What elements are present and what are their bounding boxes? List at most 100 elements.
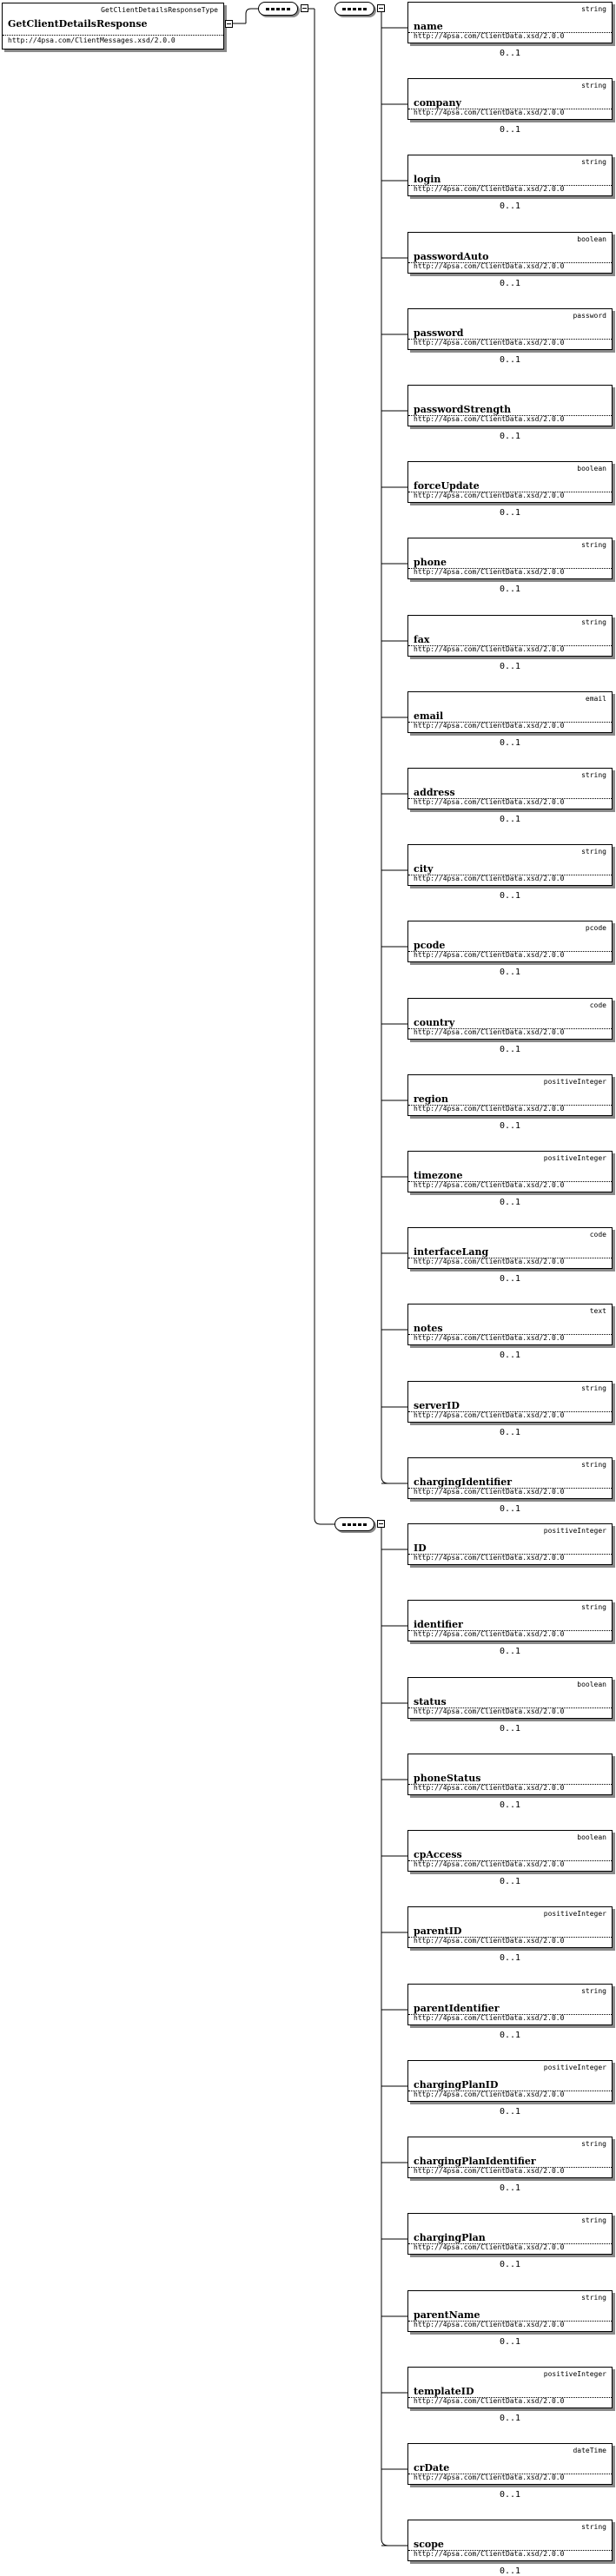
element-name: password bbox=[414, 327, 464, 339]
element-name: phoneStatus bbox=[414, 1773, 481, 1784]
divider bbox=[408, 1411, 612, 1412]
occurrence-label: 0..1 bbox=[499, 662, 521, 671]
element-namespace: http://4psa.com/ClientData.xsd/2.0.0 bbox=[414, 2397, 565, 2405]
element-namespace: http://4psa.com/ClientData.xsd/2.0.0 bbox=[414, 1411, 565, 1419]
element-type-label: string bbox=[581, 2140, 606, 2148]
occurrence-label: 0..1 bbox=[499, 1724, 521, 1734]
occurrence-label: 0..1 bbox=[499, 355, 521, 365]
divider bbox=[3, 35, 223, 36]
divider bbox=[408, 415, 612, 416]
element-type-label: dateTime bbox=[573, 2447, 606, 2454]
collapse-icon[interactable] bbox=[301, 4, 308, 12]
divider bbox=[408, 2167, 612, 2168]
element-name: fax bbox=[414, 634, 430, 645]
element-type-label: string bbox=[581, 158, 606, 166]
element-type-label: string bbox=[581, 82, 606, 89]
collapse-icon[interactable] bbox=[377, 4, 385, 12]
element-type-label: string bbox=[581, 618, 606, 626]
element-name: scope bbox=[414, 2539, 444, 2550]
divider bbox=[408, 32, 612, 33]
element-namespace: http://4psa.com/ClientData.xsd/2.0.0 bbox=[414, 1488, 565, 1496]
element-name: company bbox=[414, 97, 461, 109]
occurrence-label: 0..1 bbox=[499, 508, 521, 518]
element-namespace: http://4psa.com/ClientData.xsd/2.0.0 bbox=[414, 1554, 565, 1562]
root-element-box[interactable]: GetClientDetailsResponseType GetClientDe… bbox=[2, 3, 224, 50]
element-namespace: http://4psa.com/ClientData.xsd/2.0.0 bbox=[414, 1334, 565, 1342]
connector-curve bbox=[314, 9, 334, 1525]
divider bbox=[408, 2397, 612, 2398]
connector-curve bbox=[245, 8, 258, 23]
sequence-compositor[interactable] bbox=[258, 2, 298, 16]
element-namespace: http://4psa.com/ClientData.xsd/2.0.0 bbox=[414, 339, 565, 347]
occurrence-label: 0..1 bbox=[499, 968, 521, 977]
element-namespace: http://4psa.com/ClientData.xsd/2.0.0 bbox=[414, 185, 565, 193]
element-type-label: string bbox=[581, 1384, 606, 1392]
element-namespace: http://4psa.com/ClientData.xsd/2.0.0 bbox=[414, 1937, 565, 1945]
occurrence-label: 0..1 bbox=[499, 2490, 521, 2500]
collapse-icon[interactable] bbox=[225, 20, 233, 28]
element-type-label: string bbox=[581, 771, 606, 779]
element-type-label: code bbox=[589, 1231, 606, 1238]
element-namespace: http://4psa.com/ClientData.xsd/2.0.0 bbox=[414, 798, 565, 806]
sequence-dots-icon bbox=[342, 1523, 367, 1526]
element-name: chargingPlanIdentifier bbox=[414, 2156, 536, 2167]
occurrence-label: 0..1 bbox=[499, 1504, 521, 1514]
element-name: chargingPlanID bbox=[414, 2079, 499, 2091]
element-namespace: http://4psa.com/ClientData.xsd/2.0.0 bbox=[414, 2474, 565, 2481]
divider bbox=[408, 2243, 612, 2244]
divider bbox=[408, 185, 612, 186]
divider bbox=[408, 339, 612, 340]
connector-curve bbox=[381, 1524, 389, 2546]
element-name: timezone bbox=[414, 1170, 463, 1181]
element-type-label: string bbox=[581, 5, 606, 13]
element-name: phone bbox=[414, 557, 447, 568]
element-namespace: http://4psa.com/ClientData.xsd/2.0.0 bbox=[414, 1860, 565, 1868]
sequence-compositor[interactable] bbox=[334, 1517, 374, 1531]
sequence-compositor[interactable] bbox=[334, 2, 374, 16]
divider bbox=[408, 1707, 612, 1708]
element-name: cpAccess bbox=[414, 1849, 462, 1860]
sequence-dots-icon bbox=[266, 8, 290, 10]
element-namespace: http://4psa.com/ClientData.xsd/2.0.0 bbox=[414, 951, 565, 959]
element-type-label: boolean bbox=[577, 465, 606, 472]
element-type-label: email bbox=[585, 695, 606, 703]
collapse-icon[interactable] bbox=[377, 1520, 385, 1528]
element-name: ID bbox=[414, 1542, 427, 1554]
element-namespace: http://4psa.com/ClientData.xsd/2.0.0 bbox=[414, 568, 565, 576]
element-namespace: http://4psa.com/ClientData.xsd/2.0.0 bbox=[414, 492, 565, 499]
